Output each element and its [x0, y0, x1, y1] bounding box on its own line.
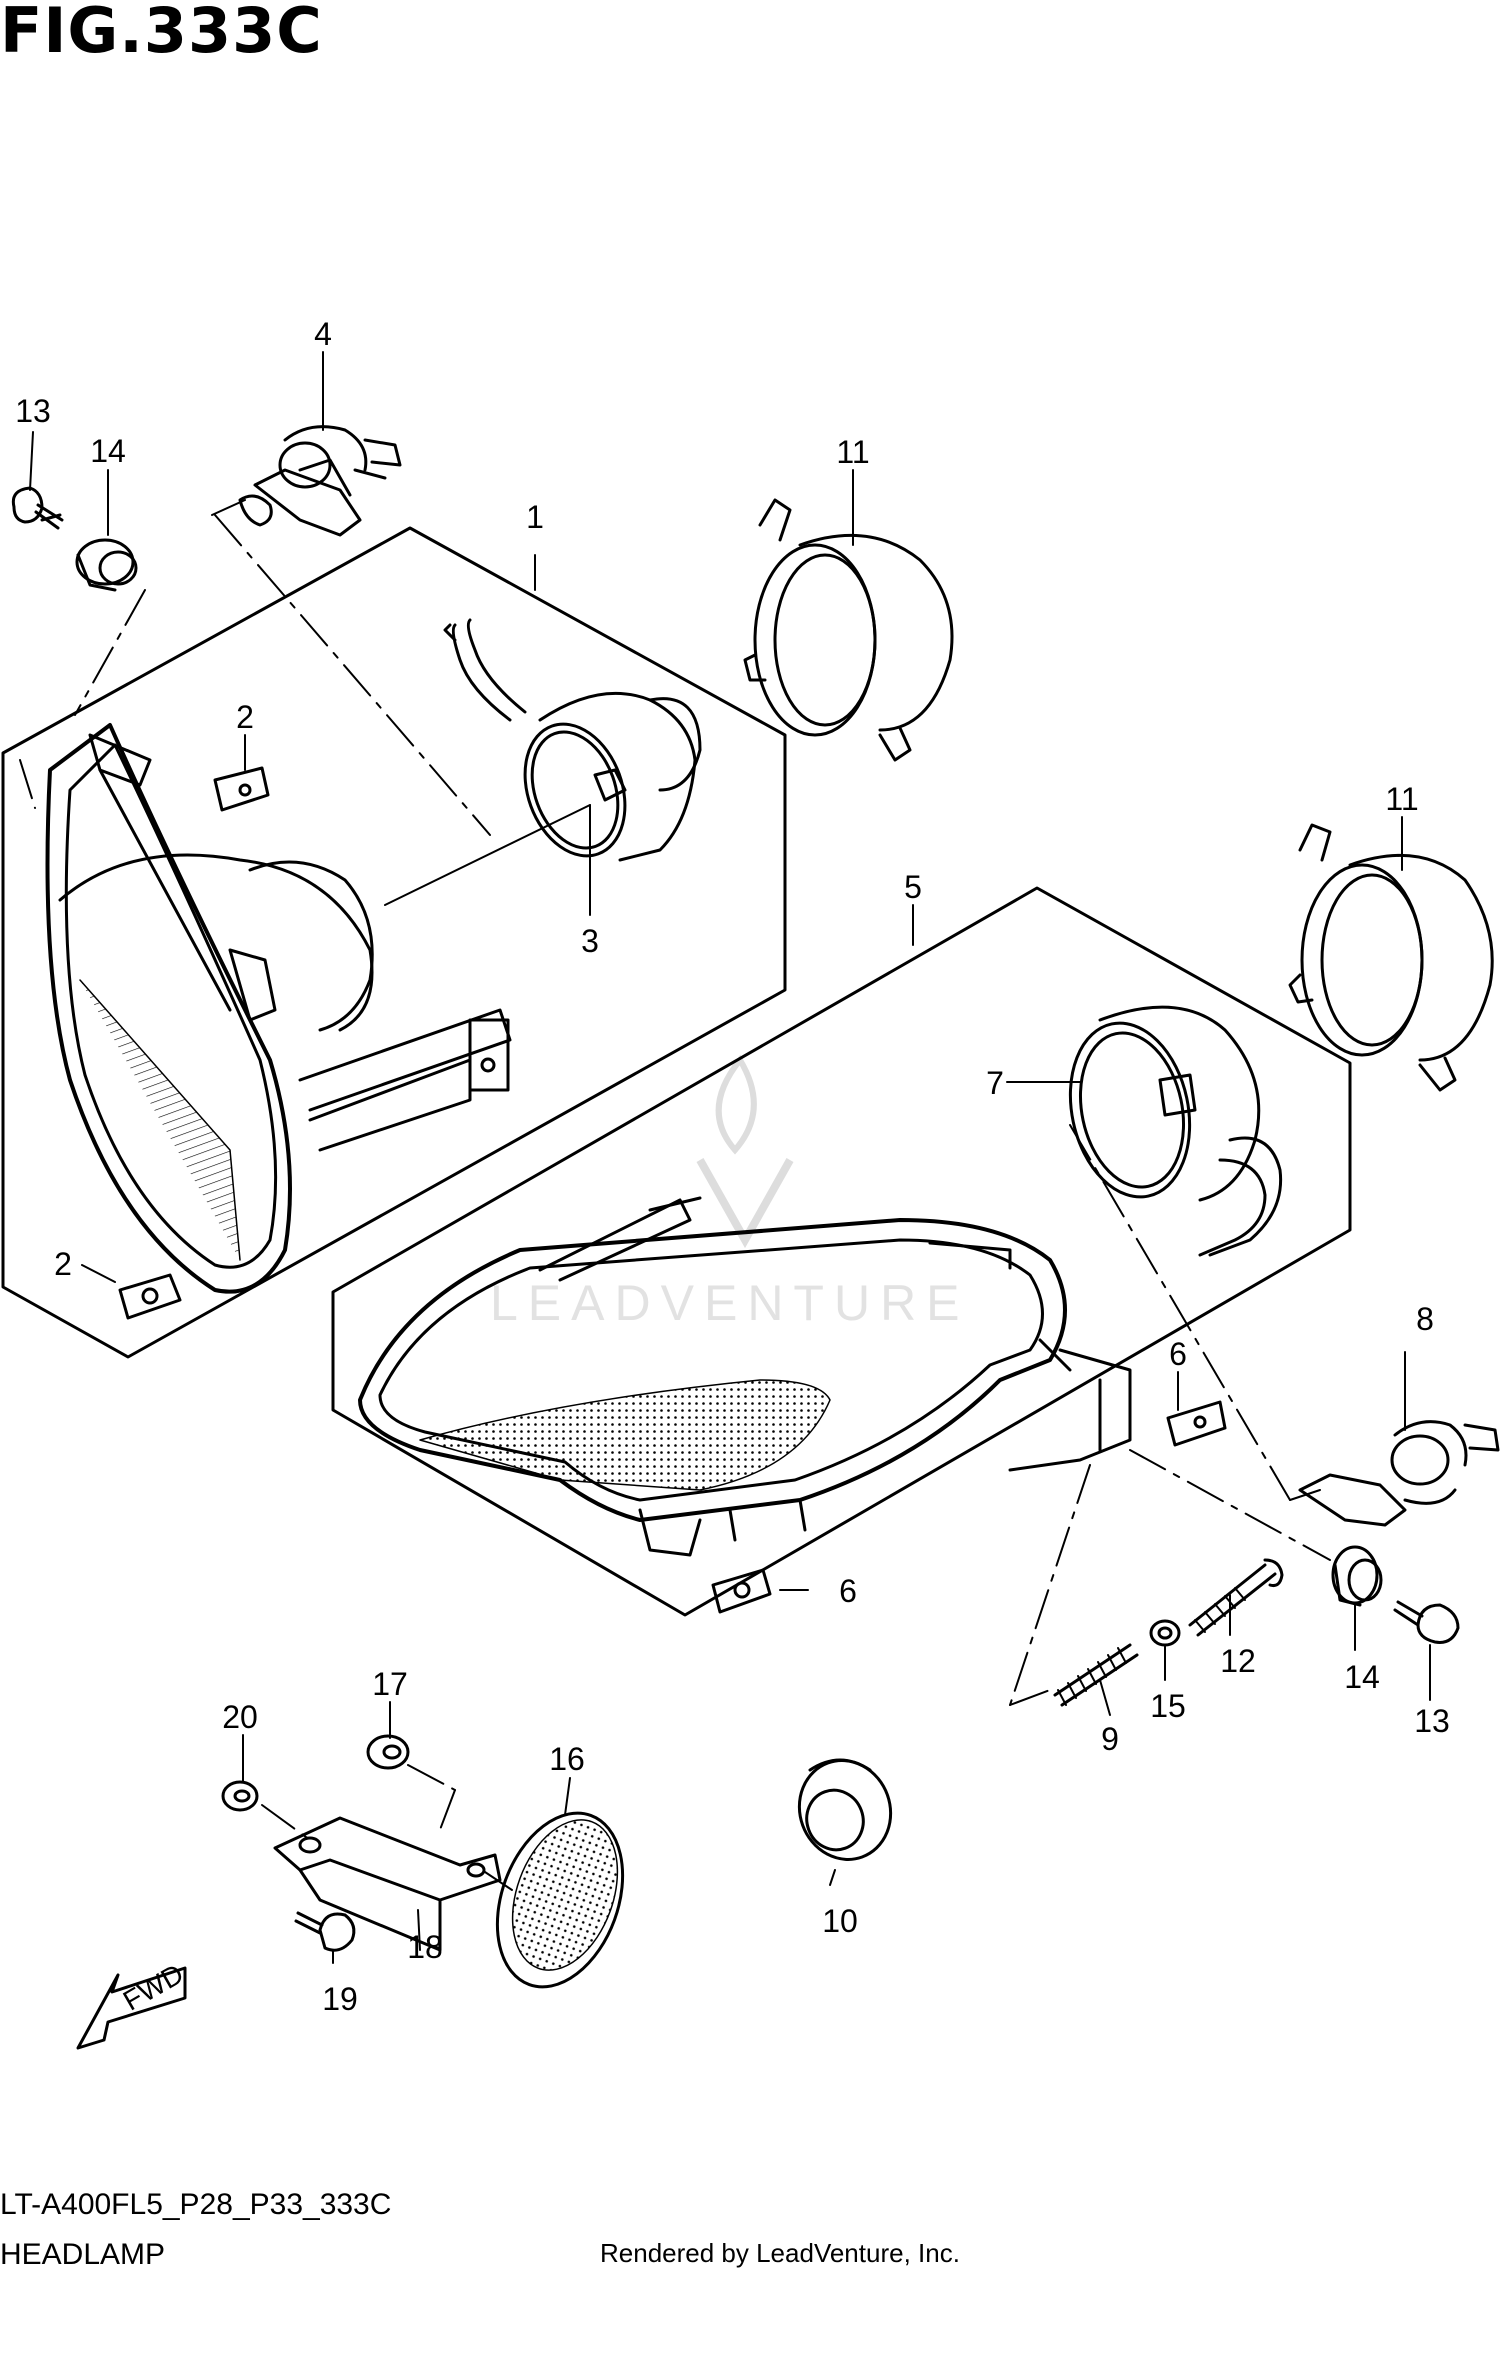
callout-14: 14 — [1344, 1659, 1380, 1695]
spring-part-10 — [1053, 1643, 1139, 1707]
callout-17: 18 — [407, 1929, 443, 1965]
clip-part-6-upper — [1166, 1400, 1227, 1447]
screw-part-19 — [294, 1911, 356, 1952]
socket-part-7 — [1068, 1005, 1283, 1257]
clip-part-2-lower — [118, 1273, 182, 1320]
callout-3: 3 — [581, 923, 599, 959]
washer-part-15 — [1149, 1619, 1181, 1647]
callout-13: 13 — [1414, 1703, 1450, 1739]
callout-13: 13 — [15, 393, 51, 429]
callout-labels: 13 14 4 1 11 2 3 2 5 11 7 8 6 6 12 14 15… — [15, 316, 1450, 2017]
watermark-text: LEADVENTURE — [490, 1275, 970, 1331]
ring-part-11-lower — [1288, 823, 1494, 1092]
bulb-part-4 — [238, 425, 402, 537]
figure-title: FIG.333C — [0, 0, 323, 67]
callout-6: 6 — [839, 1573, 857, 1609]
clip-part-2-upper — [213, 766, 270, 812]
callout-14: 14 — [90, 433, 126, 469]
screw-part-13-right — [1393, 1600, 1460, 1644]
socket-part-3 — [443, 618, 702, 862]
callout-1: 1 — [526, 499, 544, 535]
grommet-part-14-right — [1331, 1545, 1383, 1607]
leader-lines — [29, 351, 1431, 1964]
grommet-part-9 — [797, 1758, 893, 1861]
callout-5: 5 — [904, 869, 922, 905]
fwd-arrow: FWD — [76, 1958, 189, 2050]
clip-part-6-lower — [711, 1568, 772, 1614]
callout-2: 2 — [236, 699, 254, 735]
section-name: HEADLAMP — [0, 2238, 166, 2271]
alignment-lines — [19, 499, 1331, 1891]
bulb-part-8 — [1298, 1420, 1500, 1527]
ring-part-11-upper — [743, 498, 954, 762]
screw-part-13-left — [11, 486, 64, 530]
assembly-1-outline — [1, 526, 787, 1359]
reflector-part-16 — [495, 1811, 625, 1989]
callout-2: 2 — [54, 1246, 72, 1282]
headlamp-housing-5 — [358, 1196, 1132, 1557]
callout-4: 4 — [314, 316, 332, 352]
nut-part-20 — [221, 1780, 259, 1812]
callout-11: 11 — [836, 434, 869, 470]
assembly-5-outline — [331, 886, 1352, 1617]
callout-8: 8 — [1416, 1301, 1434, 1337]
callout-11: 11 — [1385, 781, 1418, 817]
callout-9: 10 — [822, 1903, 858, 1939]
grommet-part-14-left — [75, 538, 138, 592]
bolt-part-12 — [1188, 1558, 1284, 1637]
callout-20: 20 — [222, 1699, 258, 1735]
callout-15: 15 — [1150, 1688, 1186, 1724]
headlamp-housing-1 — [45, 723, 512, 1294]
nut-part-18 — [366, 1734, 410, 1770]
callout-6: 6 — [1169, 1336, 1187, 1372]
bracket-part-17 — [273, 1816, 502, 1952]
callout-16: 16 — [549, 1741, 585, 1777]
callout-12: 12 — [1220, 1643, 1256, 1679]
render-credit: Rendered by LeadVenture, Inc. — [600, 2238, 960, 2268]
callout-19: 19 — [322, 1981, 358, 2017]
callout-7: 7 — [986, 1065, 1004, 1101]
watermark: LEADVENTURE — [490, 1054, 970, 1331]
callout-18: 17 — [372, 1666, 408, 1702]
model-code: LT-A400FL5_P28_P33_333C — [0, 2188, 392, 2221]
callout-10: 9 — [1101, 1721, 1119, 1757]
